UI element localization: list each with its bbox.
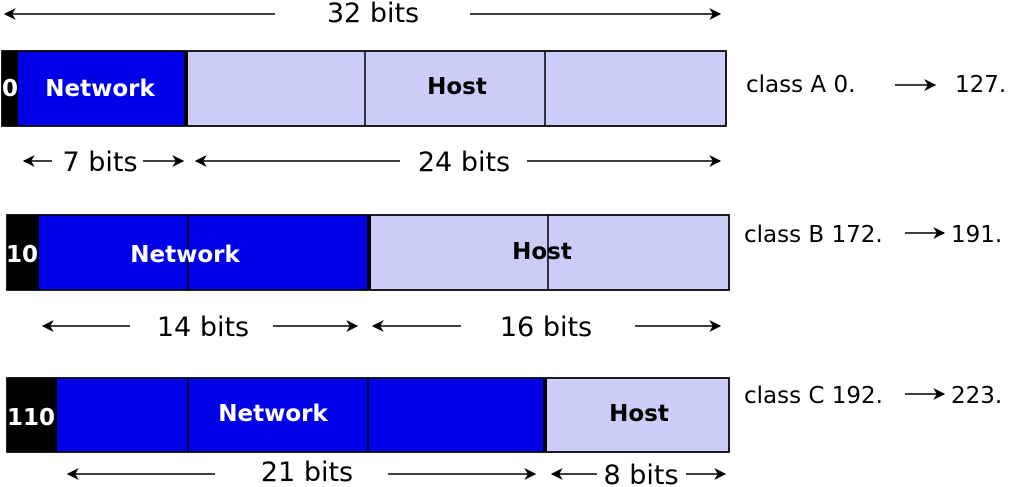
class-a-outline — [1, 50, 727, 127]
class-b-prefix-field — [7, 215, 39, 290]
class-a-network-bits: 7 bits — [62, 147, 137, 178]
class-c-prefix-field — [7, 378, 57, 452]
class-a-host-label: Host — [427, 74, 487, 100]
class-c-host-label: Host — [609, 401, 669, 427]
total-bits-dimension: 32 bits — [3, 0, 722, 29]
class-c-network-label: Network — [218, 401, 328, 427]
class-b-network-field — [39, 215, 369, 290]
class-c-range-start: class C 192. — [744, 383, 883, 409]
class-b-host-label: Host — [512, 239, 572, 265]
class-c-host-bits: 8 bits — [603, 460, 678, 487]
class-c-row: 110 Network Host 21 bits 8 bits class C … — [6, 377, 1002, 487]
class-c-outline — [6, 377, 730, 453]
class-b-network-label: Network — [130, 242, 240, 268]
class-b-row: 10 Network Host 14 bits 16 bits class B … — [6, 214, 1002, 343]
class-a-range-end: 127. — [955, 72, 1006, 98]
class-b-range-start: class B 172. — [744, 222, 883, 248]
class-b-range-end: 191. — [951, 222, 1002, 248]
class-c-prefix-label: 110 — [7, 405, 55, 431]
class-a-network-label: Network — [45, 76, 155, 102]
total-bits-label: 32 bits — [327, 0, 419, 29]
class-a-prefix-field — [2, 51, 18, 126]
class-c-network-bits: 21 bits — [261, 457, 353, 487]
class-a-network-field — [18, 51, 186, 126]
class-a-row: 0 Network Host 7 bits 24 bits class A 0.… — [1, 50, 1006, 178]
class-c-network-field — [57, 378, 545, 452]
class-b-outline — [6, 214, 730, 291]
class-a-range-start: class A 0. — [746, 72, 855, 98]
class-c-range-end: 223. — [951, 383, 1002, 409]
class-a-prefix-label: 0 — [2, 76, 18, 102]
class-a-host-bits: 24 bits — [418, 147, 510, 178]
class-b-host-bits: 16 bits — [500, 312, 592, 343]
class-b-network-bits: 14 bits — [157, 312, 249, 343]
class-b-prefix-label: 10 — [6, 242, 38, 268]
